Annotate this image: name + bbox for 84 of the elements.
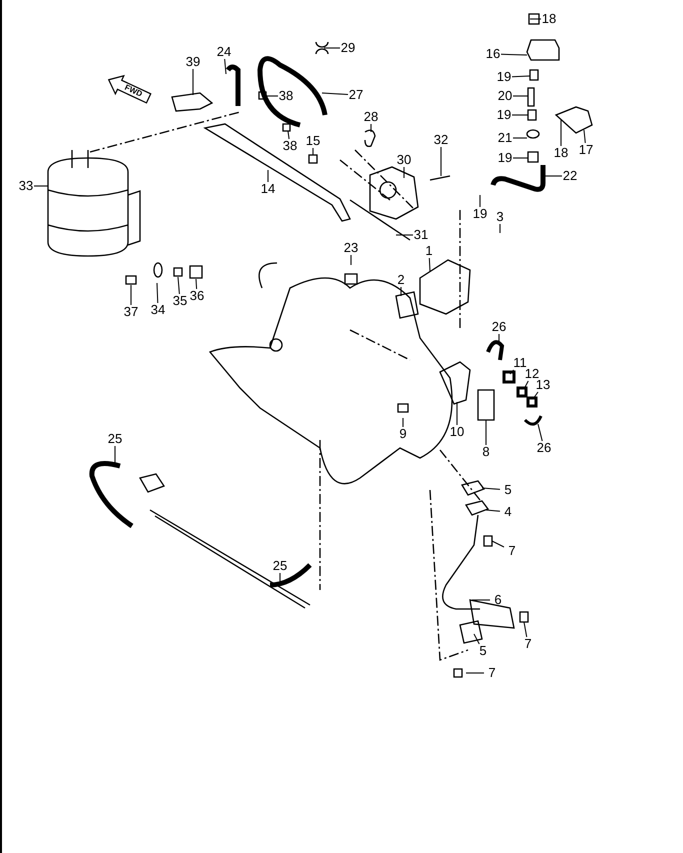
callout-number: 3	[492, 210, 508, 224]
callout-number: 2	[393, 273, 409, 287]
callout-number: 17	[578, 143, 594, 157]
callout-number: 22	[562, 169, 578, 183]
leader-line	[524, 622, 528, 638]
callout-number: 4	[500, 505, 516, 519]
leader-line	[500, 54, 528, 56]
callout-number: 12	[524, 367, 540, 381]
leader-line	[396, 234, 414, 236]
callout-number: 9	[395, 427, 411, 441]
callout-number: 33	[18, 179, 34, 193]
callout-number: 34	[150, 303, 166, 317]
leader-line	[196, 278, 198, 290]
leader-line	[370, 124, 372, 132]
leader-line	[130, 284, 132, 306]
callout-number: 37	[123, 305, 139, 319]
leader-line	[192, 68, 194, 96]
callout-number: 31	[413, 228, 429, 242]
leader-line	[524, 380, 529, 390]
callout-number: 14	[260, 182, 276, 196]
callout-number: 7	[504, 544, 520, 558]
leader-line	[466, 672, 484, 674]
callout-number: 24	[216, 45, 232, 59]
callout-number: 19	[472, 207, 488, 221]
callout-number: 7	[484, 666, 500, 680]
callout-number: 5	[475, 644, 491, 658]
callout-number: 38	[278, 89, 294, 103]
callout-number: 19	[496, 108, 512, 122]
callout-number: 16	[485, 47, 501, 61]
callout-number: 5	[500, 483, 516, 497]
leader-line	[498, 334, 500, 342]
leader-line	[400, 286, 402, 296]
leader-line	[532, 392, 538, 400]
leader-line	[486, 510, 500, 512]
leader-line	[156, 282, 158, 304]
leader-line	[312, 148, 314, 156]
callout-number: 13	[535, 378, 551, 392]
callout-number: 18	[541, 12, 557, 26]
callout-number: 8	[478, 445, 494, 459]
leader-line	[456, 402, 458, 426]
callout-number: 26	[491, 320, 507, 334]
callout-number: 19	[497, 151, 513, 165]
leader-line	[512, 76, 530, 78]
callout-number: 6	[490, 593, 506, 607]
leader-line	[482, 488, 500, 490]
leader-line	[350, 254, 352, 266]
callout-number: 30	[396, 153, 412, 167]
callout-number: 1	[421, 244, 437, 258]
leader-line	[538, 424, 543, 442]
leader-line	[512, 114, 528, 116]
callout-number: 10	[449, 425, 465, 439]
callout-number: 38	[282, 139, 298, 153]
direction-label: FWD	[122, 82, 144, 100]
callout-number: 27	[348, 88, 364, 102]
leader-line	[474, 634, 480, 644]
callout-number: 7	[520, 637, 536, 651]
leader-line	[288, 130, 290, 140]
callout-number: 20	[497, 89, 513, 103]
leader-line	[224, 58, 226, 74]
callout-number: 25	[272, 559, 288, 573]
callout-number: 23	[343, 241, 359, 255]
leader-line	[178, 276, 180, 294]
leader-line	[584, 130, 586, 144]
callout-number: 18	[553, 146, 569, 160]
leader-line	[440, 146, 442, 176]
callout-number: 25	[107, 432, 123, 446]
callout-number: 35	[172, 294, 188, 308]
callout-number: 11	[512, 356, 528, 370]
callout-number: 26	[536, 441, 552, 455]
leader-line	[530, 18, 542, 20]
leader-line	[510, 370, 514, 374]
callout-number: 19	[496, 70, 512, 84]
callout-number: 32	[433, 133, 449, 147]
callout-number: 39	[185, 55, 201, 69]
callout-number: 29	[340, 41, 356, 55]
callout-number: 21	[497, 131, 513, 145]
leader-line	[322, 92, 348, 96]
leader-line	[428, 258, 430, 272]
leader-line	[492, 540, 504, 548]
leader-line	[560, 120, 562, 146]
callout-number: 36	[189, 289, 205, 303]
callout-number: 15	[305, 134, 321, 148]
leader-line	[402, 418, 404, 428]
callout-number: 28	[363, 110, 379, 124]
